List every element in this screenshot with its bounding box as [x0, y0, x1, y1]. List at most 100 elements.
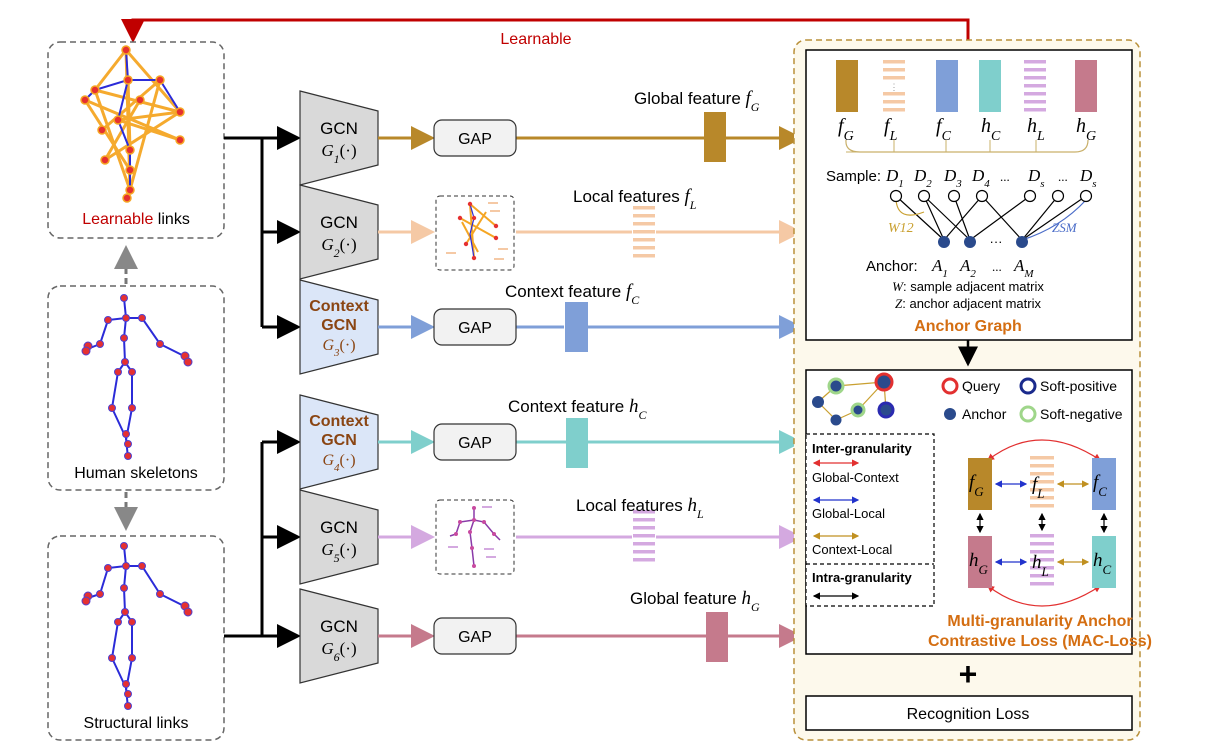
mac-bar-hl	[1030, 534, 1054, 586]
learnable-word: Learnable	[82, 211, 153, 228]
learnable-feedback-arrow	[121, 18, 970, 43]
gcn-fn-3: G3(·)	[322, 337, 355, 359]
feature-label-6: Global feature hG	[630, 588, 760, 614]
feature-label-3: Context feature fC	[505, 281, 640, 307]
w12-arc	[895, 199, 925, 216]
recognition-loss-label: Recognition Loss	[907, 706, 1030, 723]
gcn-fn-2: G2(·)	[321, 235, 356, 260]
bipartite-edges	[895, 195, 1087, 241]
human-skeletons-label: Human skeletons	[74, 465, 198, 482]
sample-label-3: D3	[943, 166, 962, 190]
human-skeletons-panel	[47, 285, 225, 491]
gap-label-3: GAP	[458, 320, 492, 337]
learnable-skeleton-figure	[80, 45, 185, 203]
gcn-title-a-4: Context	[309, 413, 369, 430]
sample-label-4: D4	[971, 166, 990, 190]
anchor-legend-icon	[944, 408, 956, 420]
sample-node	[975, 189, 989, 203]
sample-label-2: D2	[913, 166, 932, 190]
feature-label-2: Local features fL	[573, 186, 697, 212]
anchor-label-4: AM	[1013, 256, 1034, 280]
gcn-blocks: GCNG1(·)GCNG2(·)ContextGCNG3(·)ContextGC…	[299, 90, 379, 684]
mac-bar-label-6: hC	[1093, 550, 1112, 577]
anchor-graph-title: Anchor Graph	[914, 318, 1022, 335]
learnable-links-label: Learnable links	[82, 211, 190, 228]
anchor-node	[938, 236, 950, 248]
ag-bar-label-1: fG	[838, 115, 854, 144]
mac-bar-label-1: fG	[969, 472, 984, 499]
ag-bar-fl	[883, 60, 905, 112]
mac-bar-hg	[968, 536, 992, 588]
gap-label-6: GAP	[458, 629, 492, 646]
branch-connectors-top	[224, 136, 264, 327]
ag-bar-label-3: fC	[936, 115, 952, 144]
gap-box-6: GAP	[433, 617, 517, 655]
anchor-node	[1016, 236, 1028, 248]
gap-box-4: GAP	[433, 423, 517, 461]
feature-bar-fc	[565, 302, 588, 352]
mac-bar-hc	[1092, 536, 1116, 588]
mac-title-line1: Multi-granularity Anchor	[947, 613, 1132, 630]
mac-bar-fc	[1092, 458, 1116, 510]
gcn-title-b-3: GCN	[321, 317, 357, 334]
w12-label: W12	[888, 221, 914, 236]
feature-bar-hl	[633, 510, 655, 562]
legend-soft-positive: Soft-positive	[1040, 378, 1117, 394]
mac-bar-label-2: fL	[1032, 474, 1045, 501]
recognition-loss-box	[805, 695, 1133, 731]
links-word: links	[153, 211, 189, 228]
mac-legend-graph	[812, 372, 895, 426]
sample-label-5: ...	[1000, 169, 1010, 184]
sample-node	[889, 189, 903, 203]
zsm-arc	[1021, 199, 1087, 241]
structural-skeleton-figure	[81, 542, 193, 710]
zsm-label: ZSM	[1052, 220, 1078, 235]
sample-nodes	[889, 189, 1093, 203]
context-local-label: Context-Local	[812, 542, 892, 557]
legend-soft-negative: Soft-negative	[1040, 406, 1123, 422]
soft-positive-legend-icon	[1019, 377, 1037, 395]
gcn-fn-5: G5(·)	[321, 540, 356, 565]
structural-links-panel	[47, 535, 225, 741]
gap-label-4: GAP	[458, 435, 492, 452]
anchor-node	[964, 236, 976, 248]
anchor-ellipsis: ···	[990, 234, 1003, 249]
ag-bar-fg	[836, 60, 858, 112]
local-parts-thumbnail-structural	[435, 499, 515, 575]
intra-granularity-title: Intra-granularity	[812, 570, 912, 585]
mac-bar-label-3: fC	[1093, 472, 1107, 499]
mac-title-line2: Contrastive Loss (MAC-Loss)	[928, 633, 1152, 650]
sample-label-8: Ds	[1079, 166, 1097, 190]
global-local-label: Global-Local	[812, 506, 885, 521]
anchor-label-3: ...	[992, 259, 1002, 274]
mac-bar-label-5: hL	[1032, 552, 1049, 579]
ag-bar-fl-dots: ⋮	[890, 82, 899, 92]
gap-box-1: GAP	[433, 119, 517, 157]
learnable-arrow-label: Learnable	[500, 31, 571, 48]
ag-bar-fc	[936, 60, 958, 112]
global-context-label: Global-Context	[812, 470, 899, 485]
ag-bar-label-2: fL	[884, 115, 898, 144]
legend-anchor: Anchor	[962, 406, 1007, 422]
sample-node	[1023, 189, 1037, 203]
gcn-fn-1: G1(·)	[321, 141, 356, 166]
anchor-nodes	[938, 236, 1028, 248]
sample-prefix: Sample:	[826, 168, 881, 185]
feature-label-4: Context feature hC	[508, 396, 647, 422]
z-description: Z: anchor adjacent matrix	[895, 296, 1041, 311]
hg-hc-arc	[987, 585, 1101, 607]
gcn-title-5: GCN	[320, 518, 358, 537]
anchor-prefix: Anchor:	[866, 258, 918, 275]
gcn-fn-4: G4(·)	[322, 452, 355, 474]
anchor-graph-bars	[836, 60, 1097, 112]
local-parts-thumbnail-learnable	[435, 195, 515, 271]
sample-node	[1051, 189, 1065, 203]
mac-bar-fg	[968, 458, 992, 510]
